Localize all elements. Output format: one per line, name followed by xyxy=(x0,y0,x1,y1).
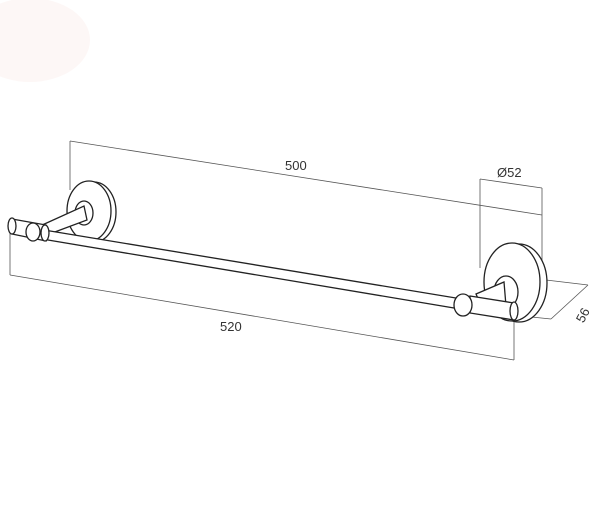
dimension-diameter: Ø52 xyxy=(479,165,543,292)
dimension-label-diameter: Ø52 xyxy=(497,165,522,180)
dimension-label-500: 500 xyxy=(285,158,307,173)
dimension-500: 500 xyxy=(69,140,543,216)
right-end-cap xyxy=(453,293,519,321)
left-wall-flange xyxy=(39,180,117,243)
dimension-label-520: 520 xyxy=(220,319,242,334)
dimension-520: 520 xyxy=(9,228,515,361)
dimension-label-56: 56 xyxy=(573,305,593,325)
towel-rod xyxy=(35,228,469,311)
left-end-cap xyxy=(7,217,50,242)
background-smudge xyxy=(0,0,90,82)
